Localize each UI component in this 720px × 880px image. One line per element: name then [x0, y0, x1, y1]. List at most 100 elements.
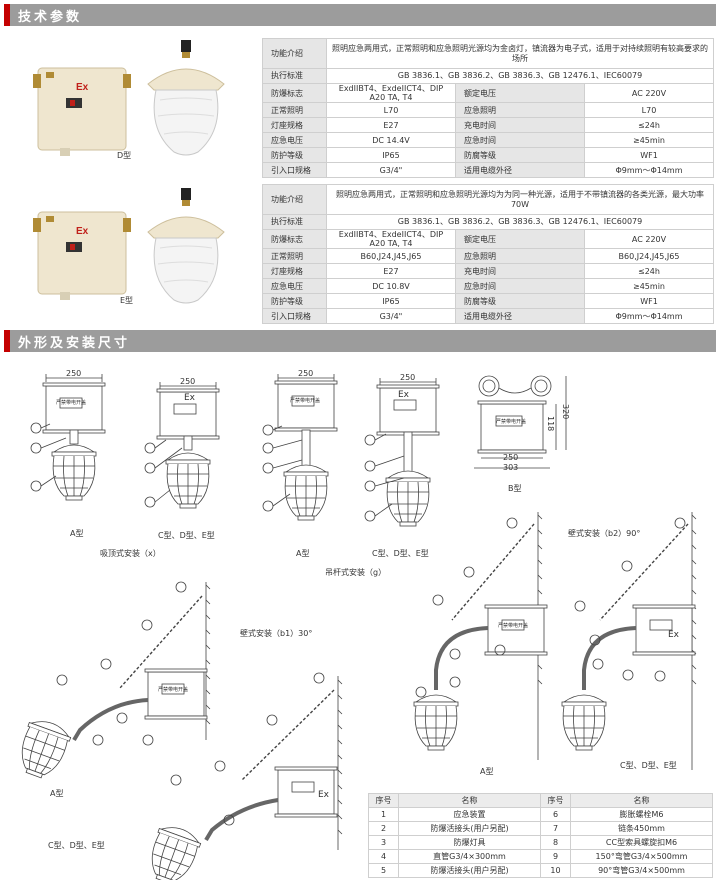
- legend-name: 防爆活接头(用户另配): [398, 821, 541, 836]
- table-row: 防护等级 IP65 防腐等级 WF1: [262, 147, 714, 164]
- row-label: 额定电压: [455, 228, 585, 250]
- section-title-tech: 技术参数: [18, 9, 83, 25]
- caption-a-ceiling: A型: [70, 529, 84, 538]
- legend-name: 链条450mm: [570, 821, 713, 836]
- legend-no: 4: [368, 849, 399, 864]
- box-text-a: 严禁带电开盖: [56, 400, 87, 406]
- row-value: ExdIIBT4、ExdeIICT4、DIP A20 TA, T4: [326, 228, 456, 250]
- caption-a-wall-b2: A型: [480, 767, 494, 776]
- dim-250-b: 250: [503, 453, 519, 462]
- ex-mark-c: Ex: [184, 393, 196, 403]
- drawing-b-type: [474, 375, 567, 469]
- table-row: 1 应急装置 6 膨胀螺栓M6: [368, 807, 713, 822]
- caption-ceiling-install: 吸顶式安装（x）: [100, 549, 161, 558]
- caption-pendant-install: 吊杆式安装（g）: [325, 568, 387, 577]
- legend-name: 90°弯管G3/4×500mm: [570, 863, 713, 878]
- row-label: 应急时间: [455, 278, 585, 295]
- section-bar-tech: 技术参数: [4, 4, 716, 26]
- svg-text:Ex: Ex: [76, 82, 89, 93]
- row-label: 正常照明: [262, 248, 327, 265]
- table-row: 正常照明 B60,J24,J45,J65 应急照明 B60,J24,J45,J6…: [262, 248, 714, 265]
- row-label: 灯座规格: [262, 117, 327, 134]
- dim-303-b: 303: [503, 463, 519, 472]
- row-label: 灯座规格: [262, 263, 327, 280]
- table-row: 防爆标志 ExdIIBT4、ExdeIICT4、DIP A20 TA, T4 额…: [262, 82, 714, 104]
- section-title-dims: 外形及安装尺寸: [18, 335, 131, 351]
- caption-cde-wall-b2: C型、D型、E型: [620, 761, 677, 770]
- section-marker: [4, 4, 10, 26]
- legend-no: 1: [368, 807, 399, 822]
- row-label: 适用电缆外径: [455, 162, 585, 179]
- dim-250-a: 250: [66, 369, 82, 378]
- legend-name: 膨胀螺栓M6: [570, 807, 713, 822]
- row-value: G3/4": [326, 162, 456, 179]
- box-text-a2: 严禁带电开盖: [290, 398, 321, 404]
- box-text-b1: 严禁带电开盖: [158, 687, 189, 693]
- legend-name: 应急装置: [398, 807, 541, 822]
- drawing-cde-ceiling: [144, 382, 220, 509]
- label-intro: 功能介绍: [262, 184, 327, 215]
- legend-no: 7: [540, 821, 571, 836]
- row-label: 防护等级: [262, 293, 327, 310]
- caption-e-type: E型: [120, 296, 134, 305]
- legend-name: 防爆活接头(用户另配): [398, 863, 541, 878]
- product-photo-e: Ex: [33, 188, 225, 304]
- table-row: 引入口规格 G3/4" 适用电缆外径 Φ9mm～Φ14mm: [262, 162, 714, 179]
- drawing-cde-wall-b2: [561, 512, 697, 770]
- row-label: 引入口规格: [262, 162, 327, 179]
- ex-mark-wall: Ex: [318, 790, 330, 800]
- dim-250-c2: 250: [400, 373, 416, 382]
- legend-header: 序号: [368, 793, 399, 808]
- caption-cde-pendant: C型、D型、E型: [372, 549, 429, 558]
- table-row: 5 防爆活接头(用户另配) 10 90°弯管G3/4×500mm: [368, 863, 713, 878]
- legend-name: 直管G3/4×300mm: [398, 849, 541, 864]
- row-label: 引入口规格: [262, 308, 327, 325]
- legend-header: 名称: [398, 793, 541, 808]
- value-intro: 照明应急两用式，正常照明和应急照明光源均为金卤灯，镇流器为电子式，适用于对持续照…: [326, 38, 714, 69]
- dim-250-c: 250: [180, 377, 196, 386]
- row-label: 防爆标志: [262, 82, 327, 104]
- table-row: 2 防爆活接头(用户另配) 7 链条450mm: [368, 821, 713, 836]
- row-label: 正常照明: [262, 102, 327, 119]
- table-row: 3 防爆灯具 8 CC型索具螺旋扣M6: [368, 835, 713, 850]
- drawing-a-ceiling: [30, 374, 106, 501]
- drawing-cde-pendant: [364, 378, 440, 527]
- table-row: 防爆标志 ExdIIBT4、ExdeIICT4、DIP A20 TA, T4 额…: [262, 228, 714, 250]
- table-row: 灯座规格 E27 充电时间 ≤24h: [262, 117, 714, 134]
- dim-118-b: 118: [546, 416, 555, 432]
- section-marker: [4, 330, 10, 352]
- legend-no: 5: [368, 863, 399, 878]
- dim-250-a2: 250: [298, 369, 314, 378]
- spec-table-d: 功能介绍 照明应急两用式，正常照明和应急照明光源均为金卤灯，镇流器为电子式，适用…: [262, 38, 714, 179]
- drawing-a-wall-b2: [413, 512, 548, 760]
- drawing-a-wall-b1: [12, 581, 211, 784]
- legend-header: 序号: [540, 793, 571, 808]
- table-row: 应急电压 DC 14.4V 应急时间 ≥45min: [262, 132, 714, 149]
- caption-d-type: D型: [117, 151, 132, 160]
- box-text-b: 严禁带电开盖: [496, 419, 527, 425]
- caption-wall-b2: 壁式安装（b2）90°: [568, 529, 641, 538]
- row-label: 应急照明: [455, 102, 585, 119]
- table-row: 引入口规格 G3/4" 适用电缆外径 Φ9mm～Φ14mm: [262, 308, 714, 325]
- table-row: 应急电压 DC 10.8V 应急时间 ≥45min: [262, 278, 714, 295]
- row-label: 应急照明: [455, 248, 585, 265]
- legend-no: 3: [368, 835, 399, 850]
- svg-text:Ex: Ex: [76, 226, 89, 237]
- table-row: 正常照明 L70 应急照明 L70: [262, 102, 714, 119]
- legend-no: 8: [540, 835, 571, 850]
- caption-cde-ceiling: C型、D型、E型: [158, 531, 215, 540]
- legend-no: 6: [540, 807, 571, 822]
- legend-name: 防爆灯具: [398, 835, 541, 850]
- drawing-a-pendant: [262, 374, 338, 521]
- row-value: AC 220V: [584, 228, 714, 250]
- legend-no: 2: [368, 821, 399, 836]
- row-label: 额定电压: [455, 82, 585, 104]
- section-bar-dims: 外形及安装尺寸: [4, 330, 716, 352]
- parts-legend-table: 序号 名称 序号 名称 1 应急装置 6 膨胀螺栓M6 2 防爆活接头(用户另配…: [368, 793, 713, 878]
- legend-no: 9: [540, 849, 571, 864]
- row-label: 适用电缆外径: [455, 308, 585, 325]
- row-value: AC 220V: [584, 82, 714, 104]
- legend-name: 150°弯管G3/4×500mm: [570, 849, 713, 864]
- caption-a-pendant: A型: [296, 549, 310, 558]
